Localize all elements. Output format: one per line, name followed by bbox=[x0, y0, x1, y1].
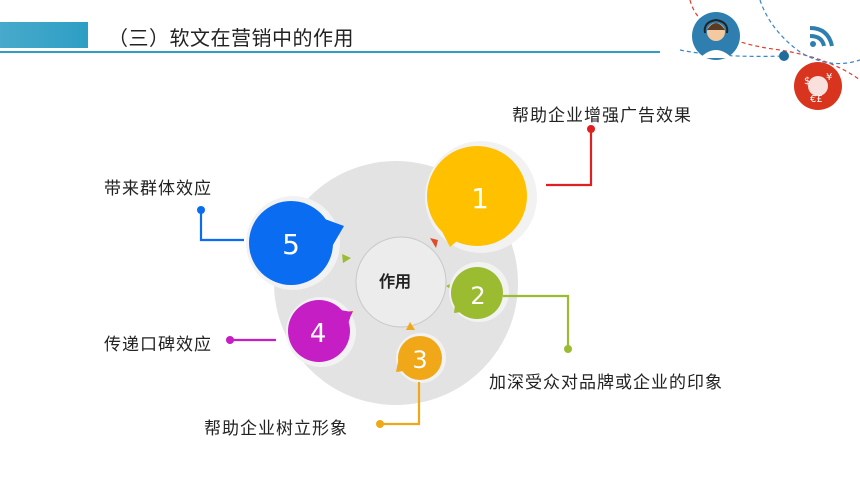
bubble-2: 2 bbox=[449, 262, 509, 322]
page-title: （三）软文在营销中的作用 bbox=[108, 26, 354, 50]
bubble-5: 5 bbox=[246, 196, 344, 290]
connector-4-dot bbox=[226, 336, 234, 344]
svg-text:$: $ bbox=[804, 76, 810, 87]
label-item-5: 带来群体效应 bbox=[104, 179, 212, 199]
bubble-2-number: 2 bbox=[470, 282, 485, 310]
label-item-4: 传递口碑效应 bbox=[104, 335, 212, 355]
label-item-2: 加深受众对品牌或企业的印象 bbox=[489, 373, 723, 393]
connector-3-dot bbox=[376, 420, 384, 428]
connector-2-dot bbox=[564, 345, 572, 353]
bubble-3-number: 3 bbox=[412, 346, 427, 374]
center-label: 作用 bbox=[379, 272, 411, 291]
currency-globe-icon: $ ¥ €£ bbox=[794, 62, 842, 110]
header-accent-bar bbox=[0, 22, 88, 48]
connector-5-dot bbox=[197, 206, 205, 214]
bubble-5-number: 5 bbox=[282, 228, 300, 261]
center-circle bbox=[355, 236, 447, 328]
bubble-1-number: 1 bbox=[471, 182, 489, 215]
bubble-3: 3 bbox=[396, 333, 446, 383]
connector-1-dot bbox=[587, 125, 595, 133]
bubble-4-number: 4 bbox=[310, 319, 327, 349]
svg-text:€£: €£ bbox=[810, 94, 823, 105]
bubble-1: 1 bbox=[425, 141, 537, 253]
header-divider bbox=[0, 51, 660, 53]
connector-1 bbox=[546, 130, 593, 187]
connector-5 bbox=[199, 211, 244, 242]
wifi-signal-icon bbox=[800, 14, 844, 58]
customer-service-icon bbox=[692, 12, 740, 60]
arrow-1-icon bbox=[430, 238, 438, 248]
arrow-5-icon bbox=[342, 254, 351, 263]
arrow-3-icon bbox=[406, 322, 415, 330]
label-item-3: 帮助企业树立形象 bbox=[204, 419, 348, 439]
bubble-4: 4 bbox=[286, 297, 356, 367]
connector-3 bbox=[381, 382, 421, 426]
svg-text:¥: ¥ bbox=[826, 72, 832, 83]
connector-2 bbox=[503, 294, 570, 349]
header-decoration: $ ¥ €£ bbox=[679, 0, 860, 110]
label-item-1: 帮助企业增强广告效果 bbox=[512, 106, 692, 126]
